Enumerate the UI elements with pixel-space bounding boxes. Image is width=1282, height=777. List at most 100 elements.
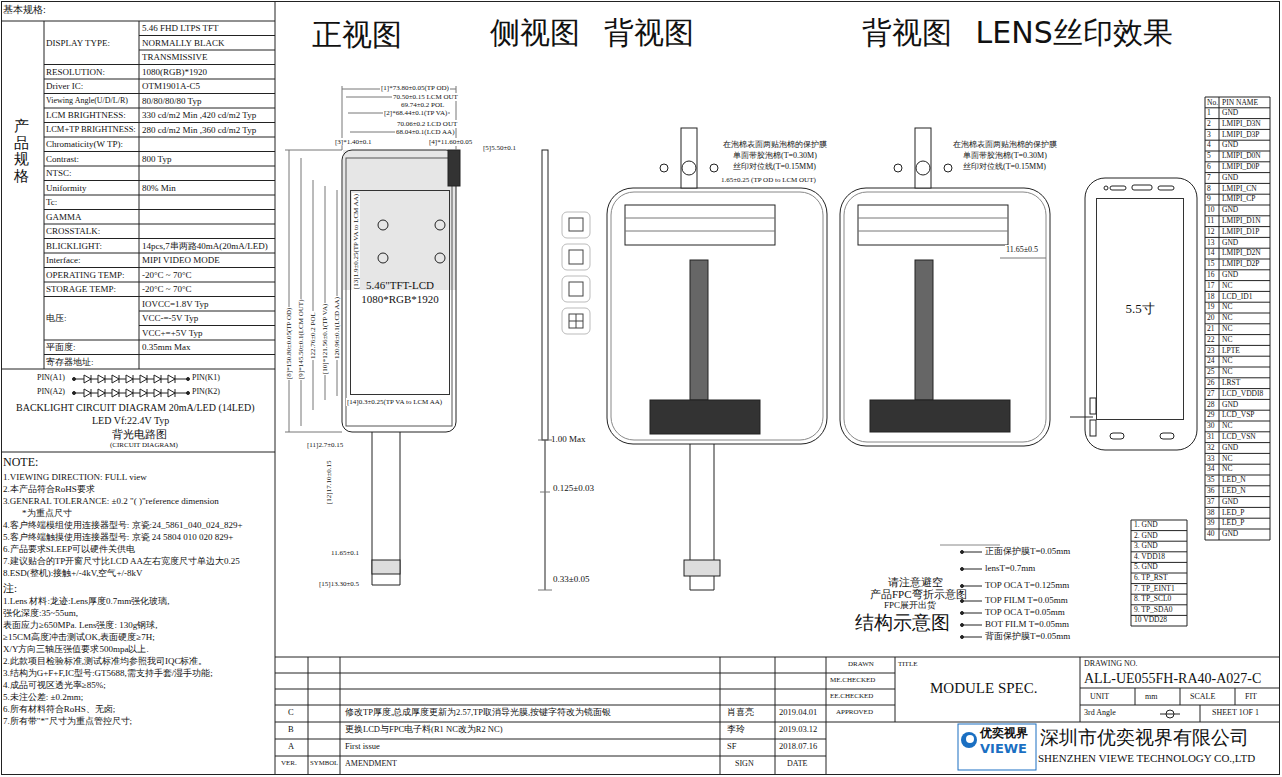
pin-cell: 30 bbox=[1207, 422, 1215, 431]
led-symbol bbox=[133, 389, 134, 397]
circuit-label: (CIRCUIT DIAGRAM) bbox=[110, 441, 178, 449]
led-symbol bbox=[140, 375, 147, 383]
title-block-cell: DRAWING NO. bbox=[1084, 659, 1138, 668]
table-rule bbox=[1205, 323, 1270, 324]
led-symbol bbox=[84, 389, 91, 397]
lens-view-area: 5.5寸 bbox=[1096, 198, 1184, 420]
led-symbol bbox=[133, 375, 134, 383]
pin-cell: 15 bbox=[1207, 260, 1215, 269]
pin-cell: LMIPI_D3P bbox=[1222, 131, 1260, 140]
note-text: 7.所有带"*"尺寸为重点管控尺寸; bbox=[3, 716, 132, 726]
led-symbol bbox=[140, 389, 147, 397]
led-symbol bbox=[91, 375, 92, 383]
pin-cell: LMIPI_D1P bbox=[1222, 228, 1260, 237]
pin-cell: GND bbox=[1222, 271, 1238, 280]
led-symbol bbox=[105, 389, 106, 397]
annotation: 11.65±0.5 bbox=[1005, 245, 1039, 254]
note-text: 3.结构为G+F+F,IC型号:GT5688,需支持手套/湿手功能; bbox=[3, 668, 213, 678]
pin-cell: GND bbox=[1222, 109, 1238, 118]
dimension: 11.65±0.1 bbox=[330, 549, 360, 557]
title-block-cell: FIT bbox=[1245, 692, 1257, 701]
lcd-active-area: 5.46"TFT-LCD1080*RGB*1920 bbox=[350, 190, 450, 395]
structure-label: 结构示意图 bbox=[855, 612, 950, 634]
note-text: 6.所有材料符合RoHS、无卤; bbox=[3, 704, 115, 714]
title-block-cell: VER. bbox=[281, 759, 297, 767]
pin-cell: 7. TP_EINT1 bbox=[1134, 585, 1175, 594]
dimension: [5]5.50±0.1 bbox=[482, 144, 517, 152]
title-block-cell: VIEWE bbox=[980, 742, 1027, 757]
dimension: 0.33±0.05 bbox=[553, 574, 589, 584]
title-block-cell: ALL-UE055FH-RA40-A027-C bbox=[1084, 671, 1261, 687]
table-rule bbox=[44, 108, 275, 109]
pin-cell: 5 bbox=[1207, 152, 1211, 161]
table-rule bbox=[44, 224, 275, 225]
note-text: 1.Lens 材料:龙迹:Lens厚度0.7mm强化玻璃, bbox=[3, 596, 170, 606]
pin-cell: 9. TP_SDA0 bbox=[1134, 606, 1173, 615]
pin-cell: PIN NAME bbox=[1222, 99, 1258, 108]
pin-cell: GND bbox=[1222, 498, 1238, 507]
title-block-cell: AMENDMENT bbox=[345, 759, 397, 768]
circuit-label: LED Vf:22.4V Typ bbox=[92, 415, 169, 427]
pin-cell: LCD_ID1 bbox=[1222, 293, 1252, 302]
led-symbol bbox=[187, 378, 190, 381]
pin-cell: 27 bbox=[1207, 390, 1215, 399]
pin-cell: 19 bbox=[1207, 303, 1215, 312]
structure-label: TOP FILM T=0.05mm bbox=[985, 595, 1068, 605]
pin-cell: 10 VDD28 bbox=[1134, 616, 1167, 625]
spec-cell: Interface: bbox=[46, 255, 80, 265]
led-symbol bbox=[147, 389, 148, 397]
spec-cell: 280 cd/m2 Min ,360 cd/m2 Typ bbox=[142, 125, 256, 135]
dimension: [12]17.10±0.15 bbox=[325, 459, 333, 505]
note-text: 2.此款项目检验标准,测试标准均参照我司IQC标准。 bbox=[3, 656, 208, 666]
pin-cell: NC bbox=[1222, 336, 1232, 345]
note-text: NOTE: bbox=[3, 456, 38, 470]
spec-cell: NORMALLY BLACK bbox=[142, 38, 225, 48]
table-rule bbox=[1205, 464, 1270, 465]
pin-cell: 9 bbox=[1207, 195, 1211, 204]
pin-cell: 37 bbox=[1207, 498, 1215, 507]
title-block-cell: EE.CHECKED bbox=[830, 692, 873, 700]
dimension: [2]*68.44±0.1(TP VA) bbox=[383, 109, 448, 117]
spec-cell: Uniformity bbox=[46, 183, 87, 193]
pin-cell: LCD_VSN bbox=[1222, 433, 1256, 442]
spec-cell: -20°C ~ 70°C bbox=[142, 270, 192, 280]
node-text: 1080*RGB*1920 bbox=[361, 293, 439, 306]
pin-cell: NC bbox=[1222, 282, 1232, 291]
pin-cell: LPTE bbox=[1222, 347, 1240, 356]
pin-cell: NC bbox=[1222, 465, 1232, 474]
table-rule bbox=[1205, 453, 1270, 454]
table-rule bbox=[44, 296, 275, 297]
led-symbol bbox=[98, 389, 105, 397]
pin-cell: 3 bbox=[1207, 131, 1211, 140]
pin-cell: 22 bbox=[1207, 336, 1215, 345]
spec-cell: 14pcs,7串两路40mA(20mA/LED) bbox=[142, 241, 268, 251]
table-rule bbox=[44, 79, 275, 80]
pin-cell: 28 bbox=[1207, 401, 1215, 410]
pin-cell: LCD_VDDI8 bbox=[1222, 390, 1263, 399]
led-symbol bbox=[168, 375, 175, 383]
table-rule bbox=[1, 21, 275, 22]
pin-cell: GND bbox=[1222, 444, 1238, 453]
pin-cell: 34 bbox=[1207, 465, 1215, 474]
structure-label: TOP OCA T=0.125mm bbox=[985, 580, 1069, 590]
spec-cell: 800 Typ bbox=[142, 154, 171, 164]
dimension: 1.65±0.25 (TP OD to LCM OUT) bbox=[720, 176, 817, 184]
title-block-cell: SYMBOL bbox=[310, 759, 338, 767]
pin-cell: GND bbox=[1222, 401, 1238, 410]
led-symbol bbox=[84, 375, 91, 383]
pin-cell: 35 bbox=[1207, 476, 1215, 485]
pin-cell: LRST bbox=[1222, 379, 1240, 388]
led-symbol bbox=[73, 392, 76, 395]
title-block-cell: 李玲 bbox=[727, 725, 745, 735]
spec-cell: BLICKLIGHT: bbox=[46, 241, 102, 251]
note-text: 4.成品可视区透光率≥85%; bbox=[3, 680, 106, 690]
annotation: 在泡棉表面两贴泡棉的保护膜 bbox=[953, 140, 1057, 149]
led-symbol bbox=[119, 375, 120, 383]
pin-cell: LED_P bbox=[1222, 509, 1245, 518]
pin-cell: GND bbox=[1222, 239, 1238, 248]
pin-cell: 1 bbox=[1207, 109, 1211, 118]
circuit-label: PIN(A2) bbox=[37, 387, 65, 396]
note-text: *为重点尺寸 bbox=[22, 508, 72, 518]
spec-cell: TRANSMISSIVE bbox=[142, 52, 208, 62]
